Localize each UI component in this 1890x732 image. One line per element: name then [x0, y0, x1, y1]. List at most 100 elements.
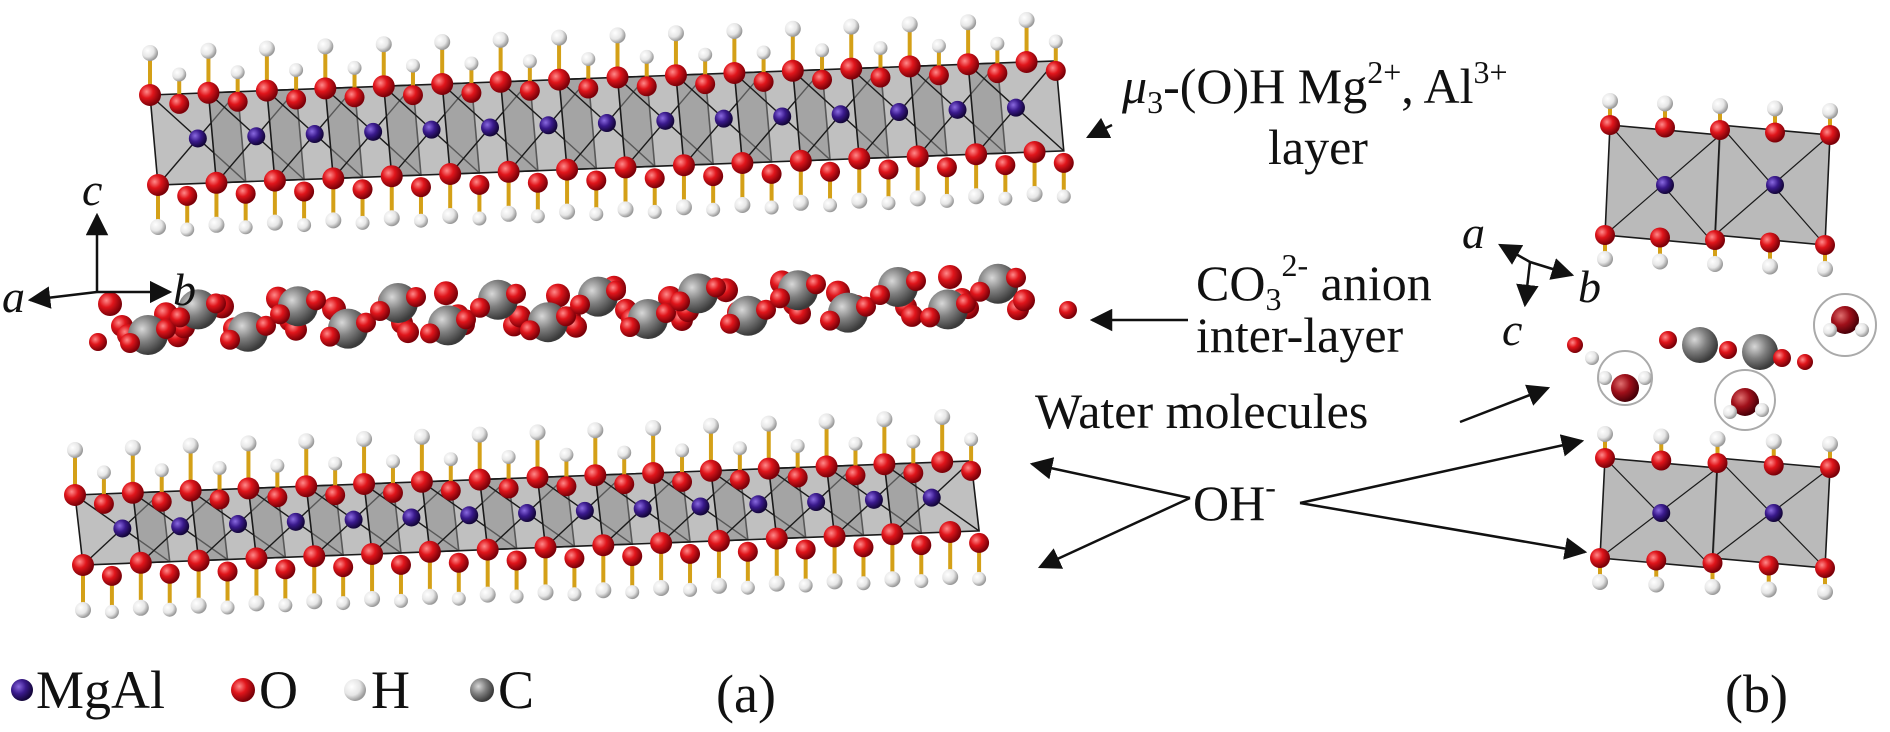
oxygen-atom — [901, 304, 923, 327]
oxygen-atom — [931, 451, 954, 473]
oh-label: OH- — [1193, 469, 1276, 531]
hydrogen-atom — [760, 415, 777, 432]
hydrogen-atom — [901, 16, 918, 33]
oxygen-atom — [256, 315, 276, 336]
oxygen-atom — [789, 149, 812, 172]
oxygen-atom — [170, 307, 190, 328]
hydrogen-atom — [1817, 584, 1833, 600]
oxygen-atom — [147, 174, 169, 196]
oxygen-atom — [806, 274, 826, 295]
oxygen-atom — [1773, 349, 1791, 367]
metal-atom — [1766, 176, 1784, 194]
oxygen-atom — [314, 77, 337, 100]
hydrogen-atom — [702, 417, 719, 434]
oxygen-atom — [169, 93, 190, 114]
hydrogen-atom — [258, 40, 275, 57]
oxygen-atom — [356, 312, 376, 333]
hydrogen-atom — [818, 413, 835, 430]
axis-a-label-b: a — [1462, 207, 1485, 258]
hydrogen-atom — [142, 45, 158, 61]
hydrogen-atom — [238, 220, 253, 235]
oxygen-atom — [382, 482, 403, 503]
oxygen-atom — [1045, 60, 1066, 81]
oxygen-atom — [1763, 455, 1784, 476]
oxygen-atom — [586, 170, 607, 191]
hydrogen-atom — [639, 49, 654, 64]
svg-text:OH-: OH- — [1193, 469, 1276, 531]
hydrogen-atom — [595, 582, 612, 599]
oxygen-atom — [1820, 458, 1840, 478]
hydrogen-atom — [1026, 186, 1043, 202]
oxygen-atom — [870, 285, 890, 305]
metal-atom — [344, 510, 363, 529]
metal-atom — [364, 122, 383, 141]
hydrogen-atom — [1018, 12, 1035, 28]
oxygen-atom — [372, 75, 395, 98]
hydrogen-atom — [1755, 403, 1769, 417]
oxygen-atom — [275, 559, 296, 580]
oxygen-atom — [699, 459, 722, 482]
hydrogen-atom — [336, 596, 351, 611]
hydrogen-atom — [1657, 95, 1673, 112]
oxygen-atom — [1015, 51, 1038, 73]
oxygen-atom — [765, 527, 788, 550]
oxygen-atom — [497, 160, 520, 183]
oxygen-atom — [156, 319, 176, 339]
hydrogen-atom — [132, 599, 149, 616]
oxygen-atom — [520, 320, 540, 341]
oxygen-atom — [206, 293, 226, 314]
hydrogen-atom — [1817, 261, 1833, 277]
hydrogen-atom — [740, 580, 755, 595]
hydrogen-atom — [212, 461, 227, 475]
oxygen-atom — [781, 59, 804, 82]
hydrogen-atom — [617, 445, 632, 460]
metal-atom — [597, 114, 616, 133]
hydrogen-atom — [706, 202, 721, 217]
oxygen-atom — [584, 464, 607, 487]
hydrogen-atom — [1653, 428, 1670, 445]
hydrogen-atom — [587, 422, 604, 439]
hydrogen-atom — [537, 584, 554, 601]
oxygen-atom — [303, 545, 326, 568]
hydrogen-atom — [421, 588, 438, 605]
hydrogen-atom — [1765, 433, 1782, 450]
oxygen-atom — [205, 171, 228, 194]
oxygen-atom — [761, 163, 782, 184]
hydrogen-atom — [383, 210, 400, 227]
oxygen-atom — [434, 281, 458, 306]
hydrogen-atom — [162, 602, 177, 617]
annotation-arrows — [1029, 117, 1588, 569]
oxygen-atom — [397, 321, 419, 344]
hydrogen-atom — [1823, 323, 1837, 337]
oxygen-atom — [720, 313, 740, 334]
oxygen-atom — [506, 550, 527, 571]
hydrogen-atom — [451, 591, 466, 606]
hydrogen-atom — [710, 577, 727, 594]
hydrogen-atom — [104, 604, 119, 619]
oxygen-atom — [448, 552, 469, 573]
legend: MgAl O H C — [11, 660, 534, 720]
oxygen-atom — [498, 478, 519, 499]
hydrogen-atom — [208, 216, 225, 233]
oxygen-atom — [870, 67, 891, 88]
oxygen-atom — [209, 489, 230, 510]
oxygen-atom — [729, 469, 750, 490]
oxygen-atom — [753, 71, 774, 92]
hydrogen-atom — [823, 198, 838, 213]
metal-atom — [518, 504, 537, 523]
oxygen-atom — [220, 329, 240, 350]
oxygen-atom — [227, 91, 248, 112]
hydrogen-atom — [764, 200, 779, 215]
water-highlight — [1813, 293, 1877, 357]
hydrogen-atom — [1652, 253, 1668, 270]
co3-text2: anion — [1308, 255, 1432, 311]
oxygen-atom — [470, 297, 490, 318]
oxygen-atom — [295, 475, 318, 498]
hydrogen-atom — [734, 197, 751, 213]
metal-atom — [691, 497, 710, 516]
oxygen-atom — [267, 487, 288, 508]
oxygen-atom — [1023, 141, 1046, 163]
hydrogen-atom — [1704, 579, 1721, 595]
oh-charge: - — [1265, 469, 1276, 505]
hydrogen-atom — [180, 222, 195, 237]
